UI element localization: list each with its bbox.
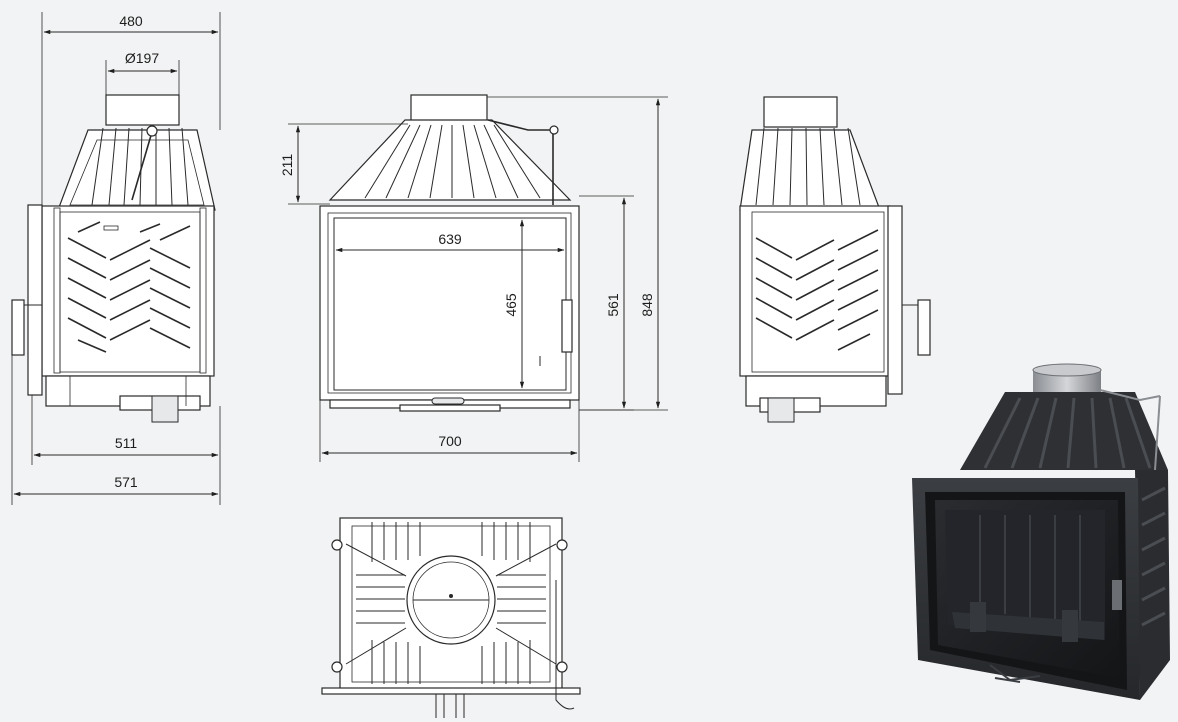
flue-collar	[105, 94, 180, 126]
dimension-lines: 480 Ø197 511 571 211 639 465 561	[11, 12, 668, 505]
dim-top-width: 480	[119, 13, 143, 29]
dim-total-width: 700	[438, 433, 462, 449]
dim-top-height: 211	[279, 154, 295, 177]
dim-door-height: 561	[605, 293, 621, 317]
fireplace-product-render	[912, 363, 1170, 700]
front-hood-ribs	[364, 124, 541, 199]
top-hood	[57, 129, 216, 211]
right-chevron-ribs	[755, 229, 879, 351]
handle-icon	[917, 299, 931, 356]
dim-base-inner: 511	[115, 435, 138, 451]
right-body	[739, 205, 891, 377]
dim-glass-height: 465	[503, 293, 519, 317]
damper-lever	[131, 131, 153, 201]
front-door	[319, 205, 580, 401]
dim-flue-diameter: Ø197	[125, 50, 159, 66]
side-chevron-ribs	[67, 221, 191, 353]
hood-ribs	[91, 127, 189, 206]
handle-icon	[561, 299, 573, 353]
front-damper-rod	[487, 119, 554, 205]
front-flue-collar	[410, 94, 488, 124]
side-view-left	[11, 94, 216, 423]
dim-glass-width: 639	[438, 231, 462, 247]
handle-icon	[11, 299, 25, 356]
front-view	[319, 94, 580, 412]
plan-ribs	[345, 522, 557, 684]
dim-total-height: 848	[639, 293, 655, 317]
side-view-right	[739, 96, 931, 423]
plan-view	[321, 517, 581, 718]
dim-base-outer: 571	[114, 474, 138, 490]
